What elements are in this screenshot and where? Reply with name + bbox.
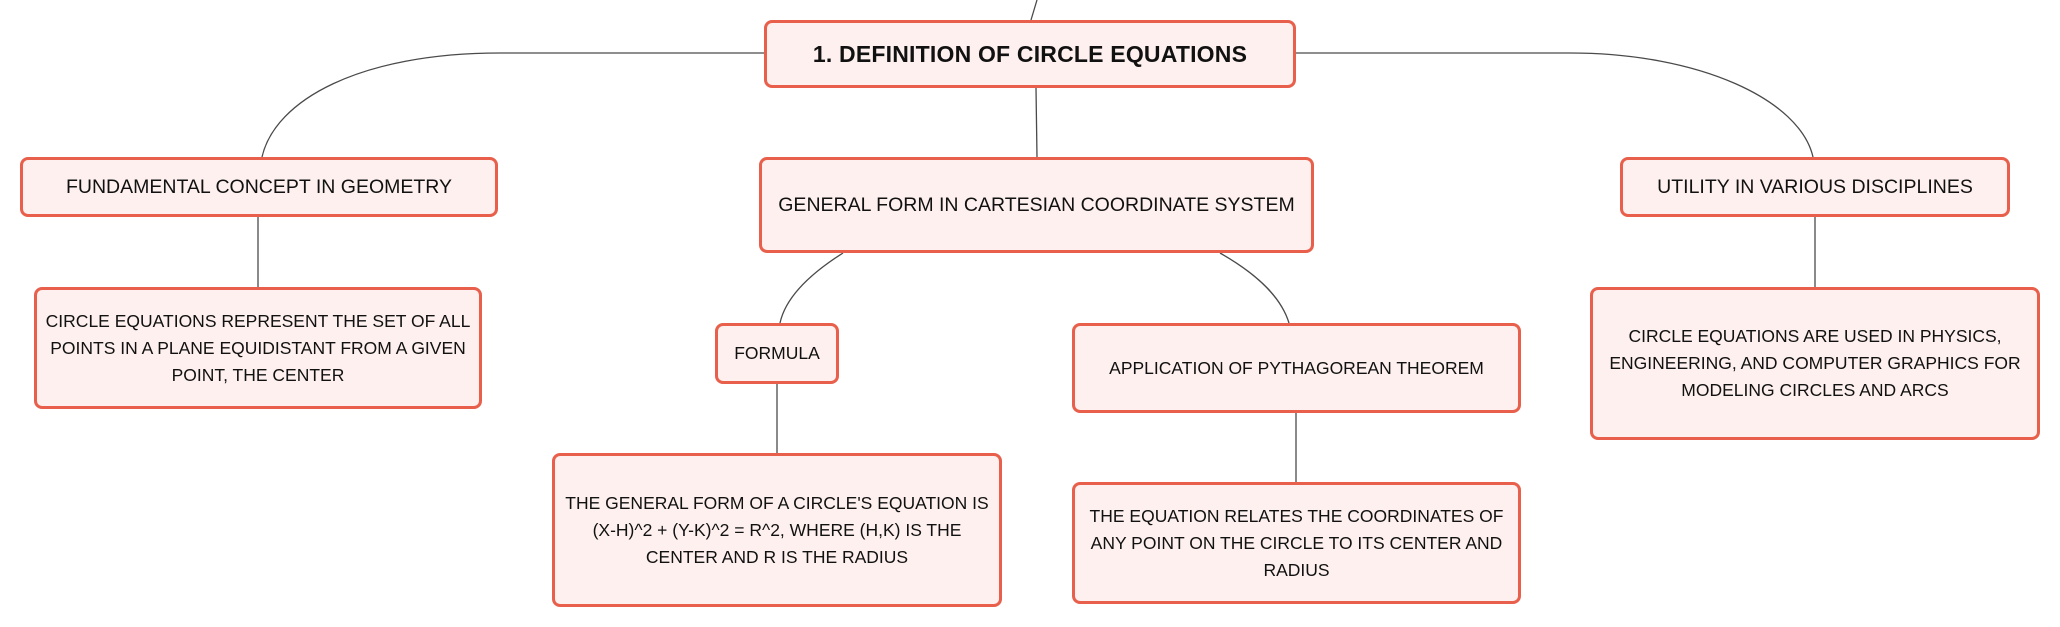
- node-fundamental-concept-label: FUNDAMENTAL CONCEPT IN GEOMETRY: [65, 175, 453, 198]
- node-utility[interactable]: UTILITY IN VARIOUS DISCIPLINES: [1620, 157, 2010, 217]
- node-formula-detail[interactable]: THE GENERAL FORM OF A CIRCLE'S EQUATION …: [552, 453, 1002, 607]
- node-pythagorean[interactable]: APPLICATION OF PYTHAGOREAN THEOREM: [1072, 323, 1521, 413]
- root-node-label: 1. DEFINITION OF CIRCLE EQUATIONS: [812, 40, 1248, 67]
- node-fundamental-concept[interactable]: FUNDAMENTAL CONCEPT IN GEOMETRY: [20, 157, 498, 217]
- node-pythagorean-label: APPLICATION OF PYTHAGOREAN THEOREM: [1109, 357, 1484, 378]
- connector-root-to-utility: [1296, 52, 1814, 158]
- node-utility-detail[interactable]: CIRCLE EQUATIONS ARE USED IN PHYSICS, EN…: [1590, 287, 2040, 440]
- node-formula-detail-text: THE GENERAL FORM OF A CIRCLE'S EQUATION …: [565, 492, 989, 567]
- node-pythagorean-detail-text: THE EQUATION RELATES THE COORDINATES OF …: [1089, 505, 1504, 580]
- node-general-form[interactable]: GENERAL FORM IN CARTESIAN COORDINATE SYS…: [759, 157, 1314, 253]
- node-general-form-label: GENERAL FORM IN CARTESIAN COORDINATE SYS…: [778, 193, 1295, 216]
- node-utility-detail-text: CIRCLE EQUATIONS ARE USED IN PHYSICS, EN…: [1609, 326, 2021, 400]
- connector-general-form-to-pythagorean: [1219, 252, 1290, 324]
- node-fundamental-concept-detail-text: CIRCLE EQUATIONS REPRESENT THE SET OF AL…: [45, 310, 471, 385]
- node-formula[interactable]: FORMULA: [715, 323, 839, 384]
- node-pythagorean-detail[interactable]: THE EQUATION RELATES THE COORDINATES OF …: [1072, 482, 1521, 604]
- connector-root-to-general-form: [1035, 87, 1038, 158]
- connector-parent-to-root: [1030, 0, 1038, 21]
- node-formula-label: FORMULA: [734, 343, 820, 363]
- node-utility-label: UTILITY IN VARIOUS DISCIPLINES: [1657, 175, 1973, 198]
- connector-general-form-to-formula: [779, 252, 844, 324]
- connector-root-to-fundamental-concept: [261, 52, 764, 158]
- root-node[interactable]: 1. DEFINITION OF CIRCLE EQUATIONS: [764, 20, 1296, 88]
- node-fundamental-concept-detail[interactable]: CIRCLE EQUATIONS REPRESENT THE SET OF AL…: [34, 287, 482, 409]
